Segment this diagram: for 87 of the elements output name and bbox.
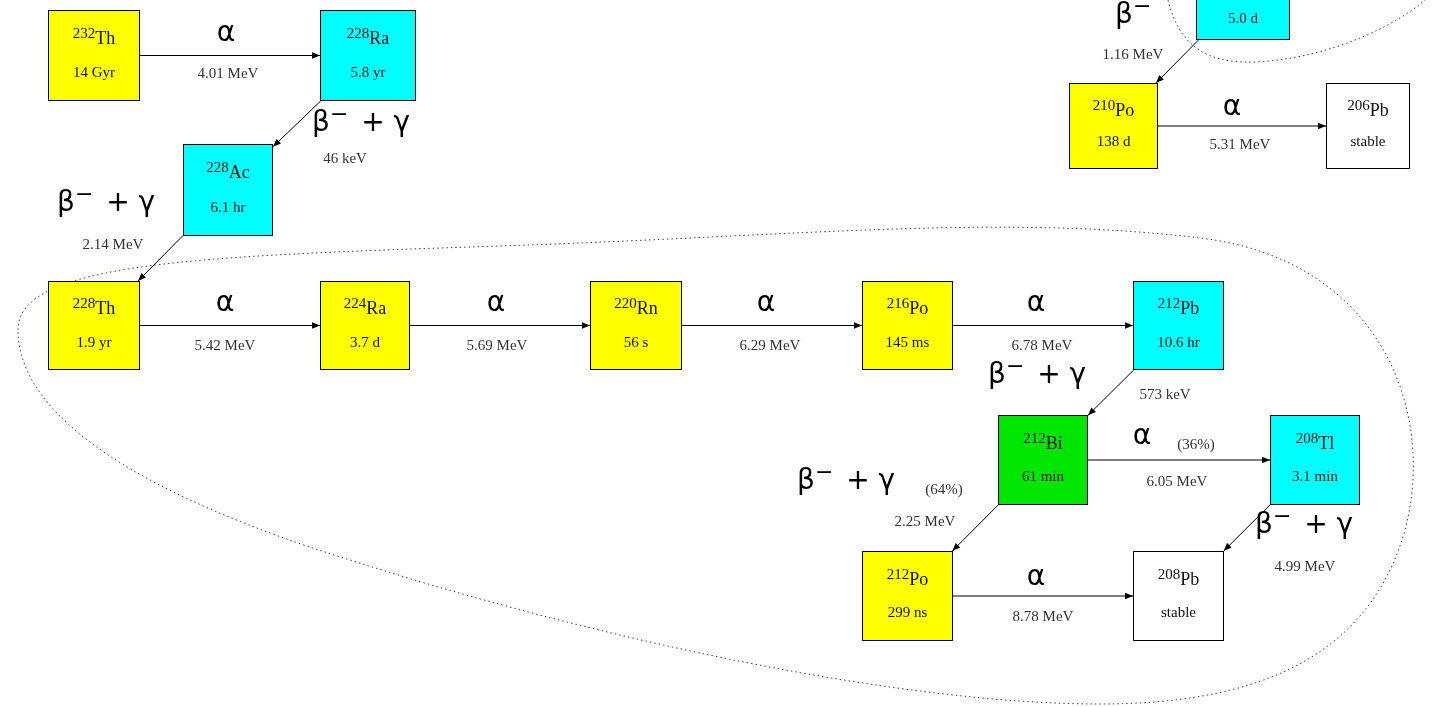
nuclide-box — [320, 281, 410, 370]
nuclide-symbol: $^{206}$Pb — [1347, 99, 1389, 122]
nuclide-symbol: $^{228}$Ac — [206, 162, 250, 184]
decay-arrow — [1087, 369, 1135, 416]
nuclide-symbol: $^{212}$Pb — [1157, 298, 1200, 320]
decay-arrow — [1157, 122, 1327, 130]
nuclide-symbol: $^{228}$Th — [72, 298, 116, 320]
half-life: 14 Gyr — [72, 63, 116, 82]
nuclide-box — [1133, 551, 1224, 641]
energy-label: 6.29 MeV — [739, 337, 801, 354]
nuclide-box — [320, 10, 416, 101]
half-life: 56 s — [623, 332, 649, 351]
half-life: 5.8 yr — [350, 63, 386, 82]
decay-arrow — [952, 322, 1134, 329]
nuclide-box — [48, 10, 140, 101]
nuclide-symbol: $^{216}$Po — [886, 298, 929, 320]
energy-label: (64%) — [925, 481, 963, 498]
decay-label: β$^{−}$ + γ — [57, 188, 156, 216]
nuclide-box — [1069, 83, 1158, 169]
energy-label: 2.25 MeV — [894, 513, 956, 530]
decay-label: β$^{−}$ + γ — [797, 466, 896, 494]
energy-label: 46 keV — [323, 150, 367, 167]
energy-label: 5.31 MeV — [1209, 136, 1271, 153]
energy-label: 5.42 MeV — [194, 337, 256, 354]
half-life: 299 ns — [887, 603, 928, 622]
half-life: 61 min — [1021, 467, 1065, 486]
nuclide-symbol: $^{208}$Pb — [1157, 568, 1200, 591]
nuclide-symbol: $^{224}$Ra — [343, 298, 387, 320]
half-life: 138 d — [1096, 132, 1131, 151]
decay-label: β$^{−}$ + γ — [1255, 510, 1354, 538]
nuclide-box — [1133, 281, 1224, 370]
decay-label: α — [1132, 421, 1152, 449]
nuclide-box — [862, 281, 953, 370]
half-life: stable — [1161, 603, 1196, 622]
half-life: stable — [1350, 132, 1386, 151]
nuclide-symbol: $^{208}$Tl — [1295, 432, 1335, 455]
nuclide-box — [1326, 83, 1410, 169]
decay-arrow — [1087, 456, 1271, 464]
decay-label: α — [216, 18, 236, 46]
energy-label: 5.69 MeV — [466, 337, 528, 354]
decay-arrow — [951, 504, 999, 552]
decay-arrow — [952, 592, 1134, 600]
energy-label: 2.14 MeV — [82, 236, 144, 253]
nuclide-symbol: $^{212}$Po — [886, 568, 929, 591]
decay-label: α — [756, 288, 776, 316]
half-life: 145 ms — [885, 332, 930, 351]
decay-label: α — [1222, 92, 1242, 120]
energy-label: 8.78 MeV — [1012, 608, 1074, 625]
decay-label: β$^{−}$ — [1115, 0, 1153, 28]
decay-label: β$^{−}$ + γ — [312, 108, 411, 136]
half-life: 6.1 hr — [210, 197, 246, 216]
decay-arrow — [409, 322, 591, 329]
half-life: 3.1 min — [1292, 467, 1338, 486]
energy-label: 573 keV — [1139, 386, 1191, 403]
nuclide-box — [998, 415, 1088, 505]
half-life: 3.7 d — [350, 332, 380, 351]
decay-arrow — [1155, 39, 1199, 84]
decay-arrow — [137, 235, 184, 282]
nuclide-symbol: $^{232}$Th — [72, 27, 116, 50]
decay-arrow — [139, 322, 321, 329]
nuclide-symbol: $^{210}$Po — [1092, 99, 1135, 122]
decay-arrow — [272, 100, 322, 148]
decay-label: α — [486, 288, 506, 316]
nuclide-symbol: $^{212}$Bi — [1023, 432, 1063, 455]
decay-arrow — [1223, 504, 1271, 552]
decay-arrow — [681, 322, 863, 329]
decay-arrow — [139, 52, 321, 59]
nuclide-symbol: $^{220}$Rn — [614, 298, 658, 320]
nuclide-box — [48, 281, 140, 370]
energy-label: 4.01 MeV — [197, 65, 259, 82]
decay-label: α — [1026, 562, 1046, 590]
decay-label: α — [215, 288, 235, 316]
energy-label: 4.99 MeV — [1274, 558, 1336, 575]
energy-label: (36%) — [1177, 436, 1215, 453]
energy-label: 1.16 MeV — [1102, 46, 1164, 63]
decay-label: α — [1026, 288, 1046, 316]
decay-label: β$^{−}$ + γ — [988, 360, 1087, 388]
nuclide-box — [862, 551, 953, 641]
nuclide-symbol: $^{228}$Ra — [346, 27, 390, 50]
half-life: 1.9 yr — [76, 332, 112, 351]
nuclide-box — [590, 281, 682, 370]
nuclide-box — [183, 144, 273, 236]
energy-label: 6.05 MeV — [1146, 473, 1208, 490]
half-life: 10.6 hr — [1157, 332, 1200, 351]
half-life: 5.0 d — [1228, 9, 1258, 27]
nuclide-box — [1270, 415, 1360, 505]
energy-label: 6.78 MeV — [1011, 337, 1073, 354]
